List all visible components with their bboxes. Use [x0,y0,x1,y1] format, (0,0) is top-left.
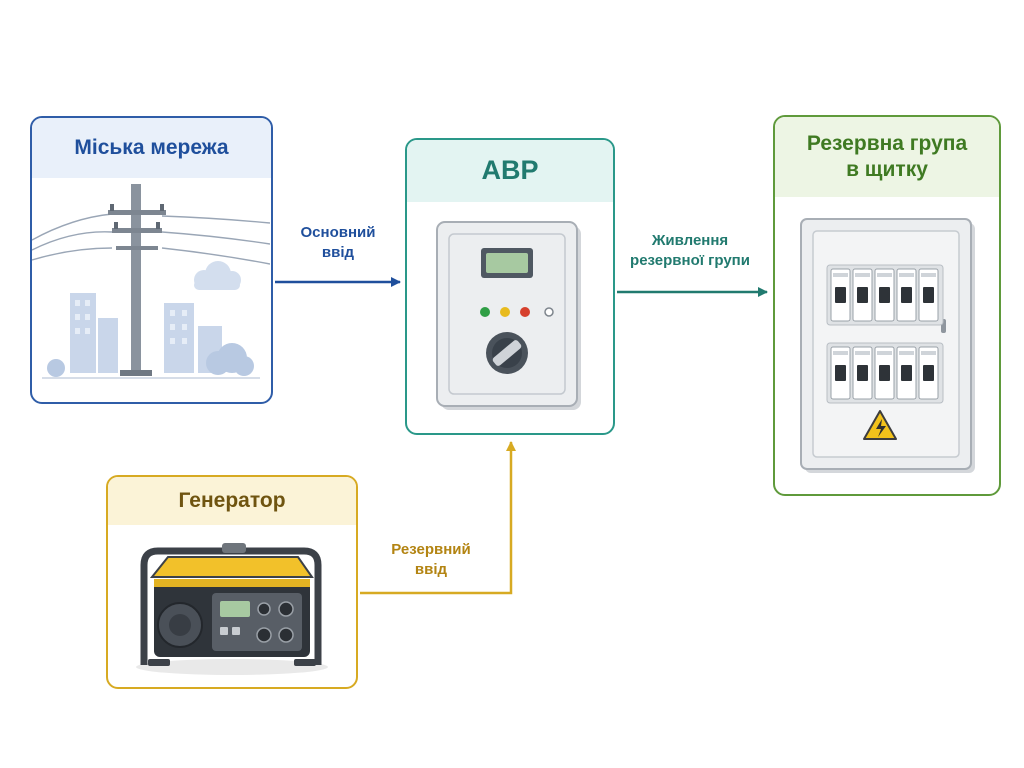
group-feed-label-line2: резервної групи [630,252,750,269]
main-input-label-line1: Основний [300,224,376,241]
breaker-label-strip [899,273,914,277]
breaker-label-strip [833,351,848,355]
breaker-label-strip [855,351,870,355]
node-generator: Генератор [106,475,358,689]
power-pole-city-icon [32,184,270,379]
breaker-label-strip [877,351,892,355]
breaker-toggle [857,365,868,381]
main-input-label-line2: ввід [321,244,355,261]
transfer-switch-icon [436,221,581,410]
breaker-label-strip [833,273,848,277]
breaker-toggle [901,287,912,303]
group-feed-label: Живлення резервної групи [620,231,760,271]
breaker-toggle [879,365,890,381]
breaker-toggle [857,287,868,303]
breaker-label-strip [899,351,914,355]
reserve-input-label-line2: ввід [414,561,448,578]
reserve-panel-title-line2: в щитку [846,158,928,181]
node-reserve-panel: Резервна група в щитку [773,115,1001,496]
reserve-input-label: Резервний ввід [376,540,486,580]
node-ats: АВР [405,138,615,435]
breaker-label-strip [921,351,936,355]
group-feed-label-line1: Живлення [651,232,729,249]
arrow-reserve-input [360,441,516,595]
ats-title: АВР [407,140,613,202]
breaker-label-strip [921,273,936,277]
reserve-panel-title-line1: Резервна група [806,131,968,155]
breaker-toggle [901,365,912,381]
breaker-label-strip [855,273,870,277]
main-input-label: Основний ввід [288,223,388,263]
city-grid-title: Міська мережа [32,118,271,178]
breaker-toggle [879,287,890,303]
reserve-panel-title: Резервна група в щитку [775,117,999,197]
generator-icon [136,543,328,675]
node-city-grid: Міська мережа [30,116,273,404]
generator-title: Генератор [108,477,356,525]
reserve-input-label-line1: Резервний [391,541,471,558]
breaker-panel-icon [800,218,975,473]
breaker-label-strip [877,273,892,277]
breaker-toggle [835,365,846,381]
breaker-toggle [923,287,934,303]
breaker-toggle [835,287,846,303]
breaker-toggle [923,365,934,381]
